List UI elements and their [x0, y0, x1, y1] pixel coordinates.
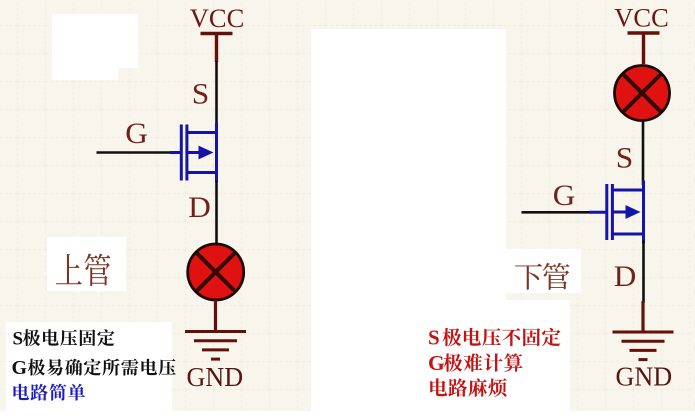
svg-text:GND: GND	[187, 361, 244, 392]
svg-text:G: G	[553, 179, 576, 212]
svg-text:S: S	[192, 77, 210, 110]
svg-text:VCC: VCC	[614, 3, 669, 33]
svg-text:S: S	[13, 329, 24, 350]
svg-text:G: G	[12, 357, 28, 379]
svg-text:D: D	[188, 191, 211, 224]
svg-text:G: G	[428, 351, 445, 375]
svg-text:GND: GND	[616, 361, 673, 392]
svg-text:G: G	[125, 117, 148, 150]
svg-text:S: S	[616, 141, 634, 174]
svg-text:S: S	[428, 326, 440, 350]
svg-text:VCC: VCC	[190, 3, 245, 33]
svg-text:D: D	[614, 260, 637, 293]
